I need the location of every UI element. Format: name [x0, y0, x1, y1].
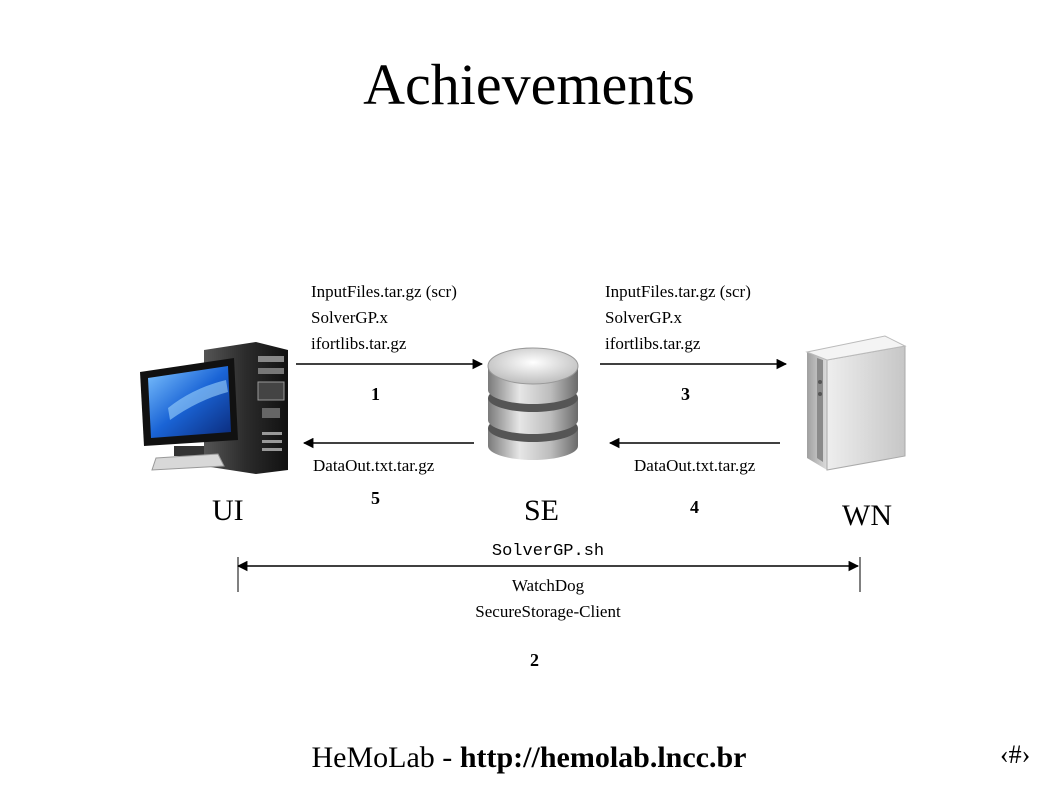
footer-url: http://hemolab.lncc.br [459, 741, 747, 774]
step-3-label: 3 [681, 384, 690, 404]
ui-to-se-file-list: InputFiles.tar.gz (scr) SolverGP.x ifort… [311, 279, 457, 357]
tool-label: WatchDog [511, 576, 585, 595]
span-script-label: SolverGP.sh [491, 542, 605, 561]
step-4-label: 4 [690, 497, 699, 517]
node-label-se: SE [524, 494, 560, 527]
step-5-label: 5 [371, 488, 380, 508]
database-icon [487, 347, 579, 460]
server-tower-icon [805, 335, 907, 471]
step-1-label: 1 [371, 384, 380, 404]
footer-lab: HeMoLab - [311, 741, 460, 774]
footer: HeMoLab - http://hemolab.lncc.br [0, 738, 1058, 778]
file-label: InputFiles.tar.gz (scr) [311, 282, 457, 301]
tool-label: SecureStorage-Client [475, 602, 621, 621]
step-2-label: 2 [530, 650, 539, 670]
desktop-computer-icon [140, 342, 288, 474]
slide-number: ‹#› [1000, 740, 1031, 769]
file-label: InputFiles.tar.gz (scr) [605, 282, 751, 301]
file-label: ifortlibs.tar.gz [605, 334, 701, 353]
se-to-ui-file-label: DataOut.txt.tar.gz [313, 456, 435, 475]
slide-title: Achievements [363, 52, 695, 117]
span-tool-list: WatchDog SecureStorage-Client [398, 573, 698, 625]
file-label: SolverGP.x [311, 308, 388, 327]
wn-to-se-file-label: DataOut.txt.tar.gz [634, 456, 756, 475]
se-to-wn-file-list: InputFiles.tar.gz (scr) SolverGP.x ifort… [605, 279, 751, 357]
node-label-wn: WN [842, 499, 892, 532]
file-label: ifortlibs.tar.gz [311, 334, 407, 353]
node-label-ui: UI [212, 494, 244, 527]
file-label: SolverGP.x [605, 308, 682, 327]
